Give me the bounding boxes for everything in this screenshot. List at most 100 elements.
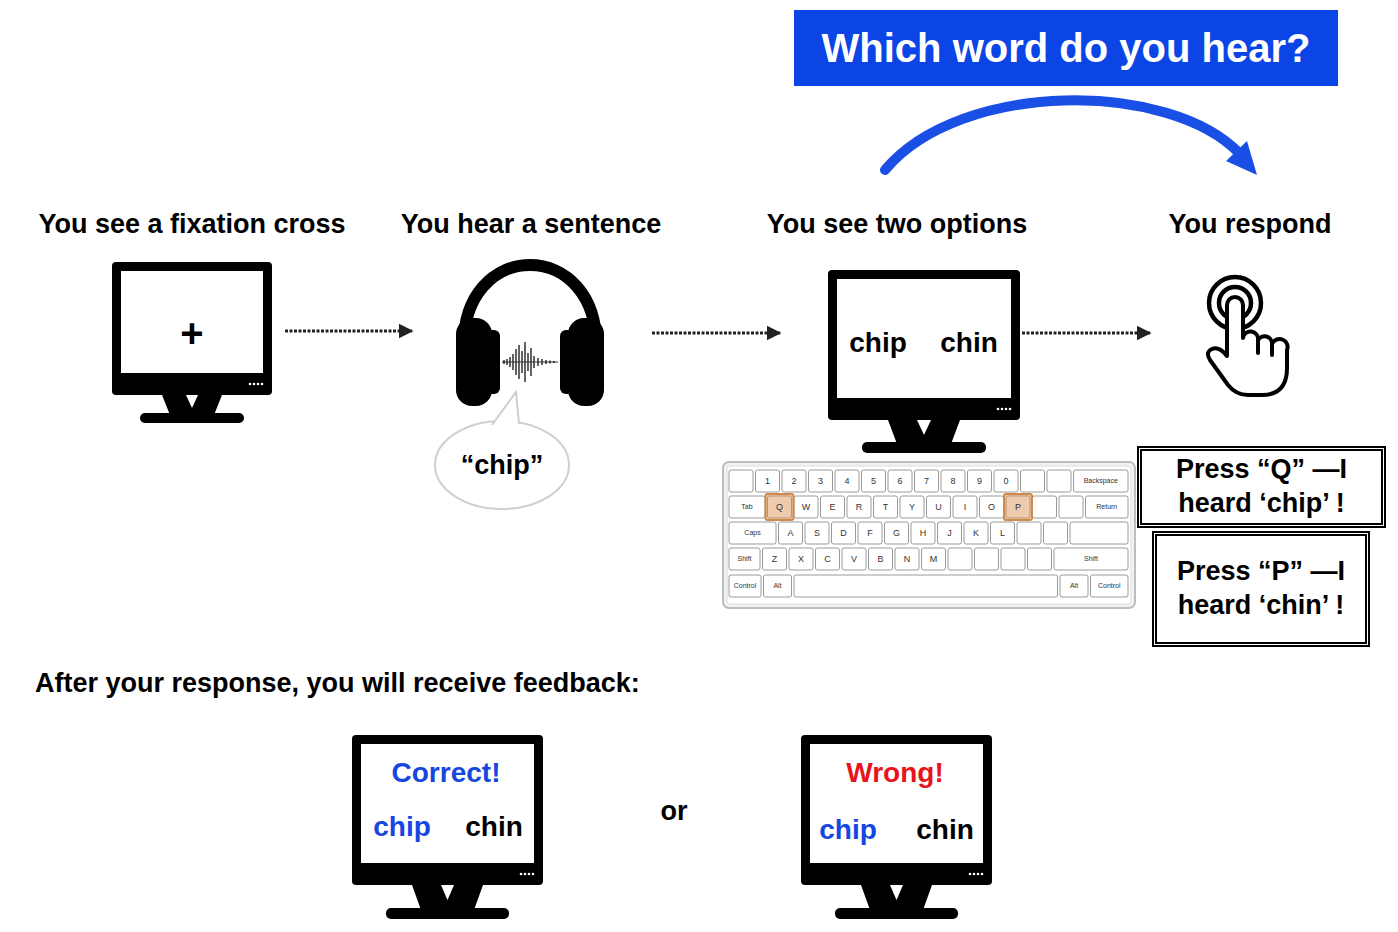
hand-press-icon: [1208, 297, 1288, 395]
monitor-icon: [520, 873, 523, 876]
keyboard-key: [805, 522, 829, 544]
monitor-icon: [361, 744, 534, 863]
key-label: Shift: [1084, 555, 1098, 563]
monitor-icon: [352, 735, 543, 885]
keyboard-key: [832, 522, 856, 544]
key-label: V: [851, 554, 857, 565]
key-label: 3: [818, 476, 823, 487]
speech-bubble: [435, 421, 569, 509]
keyboard-key: [900, 496, 924, 518]
step-heading: You see a fixation cross: [38, 208, 345, 240]
keyboard-key: [862, 470, 886, 492]
key-label: P: [1015, 502, 1021, 513]
key-label: K: [973, 528, 979, 539]
headphones-icon: [503, 360, 504, 364]
headphones-icon: [518, 345, 519, 379]
key-label: Control: [734, 582, 757, 590]
monitor-icon: [801, 735, 992, 885]
keyboard-key: [1059, 496, 1083, 518]
feedback-word: Wrong!: [846, 756, 943, 790]
instruction-text: Press “P” —I heard ‘chin’ !: [1165, 555, 1357, 623]
monitor-icon: [888, 420, 960, 444]
curved-arrow: [885, 100, 1240, 170]
monitor-icon: [386, 908, 509, 919]
monitor-icon: [257, 383, 260, 386]
monitor-icon: [1005, 408, 1008, 411]
keyboard-key: [1017, 522, 1041, 544]
key-label: 9: [977, 476, 982, 487]
keyboard-key: [1091, 575, 1129, 597]
hand-press-icon: [1270, 344, 1274, 355]
flow-arrow: [652, 332, 780, 335]
key-label: J: [947, 528, 952, 539]
monitor-icon: [261, 383, 264, 386]
keyboard-key: [968, 470, 992, 492]
key-label: Caps: [744, 529, 760, 537]
keyboard-key: [1021, 470, 1045, 492]
monitor-icon: [837, 279, 1011, 398]
keyboard-icon: [723, 462, 1135, 608]
keyboard-key: [1033, 496, 1057, 518]
keyboard-key: [789, 548, 813, 570]
monitor-icon: [524, 873, 527, 876]
monitor-icon: [890, 885, 903, 900]
keyboard-key: [1086, 496, 1129, 518]
keyboard-key: [1074, 470, 1129, 492]
key-label: A: [787, 528, 793, 539]
keyboard-key: [888, 470, 912, 492]
flow-arrow: [1022, 332, 1150, 335]
key-label: S: [814, 528, 820, 539]
monitor-icon: [112, 262, 272, 395]
keyboard-key: [794, 496, 818, 518]
key-label: 2: [791, 476, 796, 487]
key-label: Return: [1096, 503, 1117, 511]
keyboard-key: [782, 470, 806, 492]
monitor-icon: [121, 271, 263, 373]
option-word: chip: [373, 810, 431, 844]
headphones-icon: [504, 342, 554, 382]
key-instruction-box: Press “Q” —I heard ‘chip’ !: [1137, 446, 1386, 528]
question-banner: Which word do you hear?: [794, 10, 1338, 86]
keyboard-key: [835, 470, 859, 492]
option-word: chip: [849, 326, 907, 360]
monitor-icon: [253, 383, 256, 386]
headphones-icon: [530, 348, 531, 376]
key-label: O: [988, 502, 995, 513]
keyboard-icon: [723, 462, 1135, 608]
keyboard-key: [1001, 548, 1025, 570]
keyboard-key: [1070, 522, 1128, 544]
key-highlight: [1004, 494, 1032, 520]
headphones-icon: [533, 356, 534, 368]
keyboard-key: [764, 575, 792, 597]
curved-arrow: [1226, 141, 1257, 175]
monitor-icon: [352, 735, 543, 919]
key-label: 7: [924, 476, 929, 487]
headphones-icon: [549, 361, 550, 364]
monitor-icon: [412, 885, 483, 910]
key-label: 8: [950, 476, 955, 487]
keyboard-key: [911, 522, 935, 544]
headphones-icon: [512, 354, 513, 370]
monitor-icon: [977, 873, 980, 876]
keyboard-key: [729, 470, 753, 492]
step-heading: You hear a sentence: [401, 208, 662, 240]
keyboard-key: [938, 522, 962, 544]
keyboard-key: [729, 575, 761, 597]
key-label: U: [935, 502, 942, 513]
monitor-icon: [162, 395, 222, 415]
feedback-screen: Correct!chipchin: [361, 744, 534, 863]
keyboard-key: [858, 522, 882, 544]
monitor-icon: [1009, 408, 1012, 411]
keyboard-key: [763, 548, 787, 570]
monitor-icon: [981, 873, 984, 876]
key-label: F: [867, 528, 873, 539]
keyboard-icon: [727, 466, 1131, 604]
key-label: Y: [909, 502, 915, 513]
banner-text: Which word do you hear?: [822, 23, 1311, 73]
headphones-icon: [560, 330, 574, 394]
key-label: X: [798, 554, 804, 565]
keyboard-key: [994, 470, 1018, 492]
monitor-icon: [828, 270, 1020, 453]
keyboard-key: [1060, 575, 1088, 597]
hand-press-icon: [1256, 340, 1260, 353]
